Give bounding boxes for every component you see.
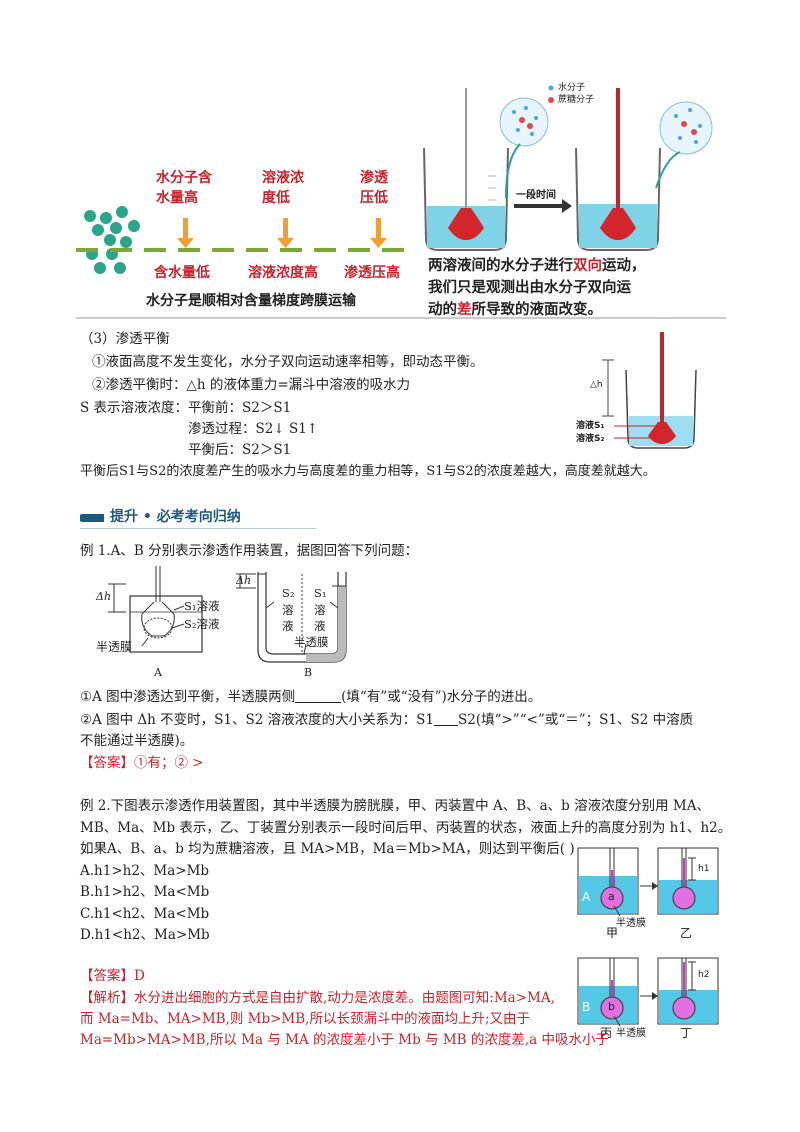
ex1-figure-b: Δh S₂ S₁ 溶 溶 液 液 半透膜 B <box>236 566 356 682</box>
ex2-fig-ding: 丁 <box>680 1026 693 1040</box>
section-3-p1: ①液面高度不发生变化，水分子双向运动速率相等，即动态平衡。 <box>92 354 484 370</box>
ex1-answer: 【答案】①有；② > <box>80 755 204 771</box>
equilibrium-dh-label: △h <box>590 380 603 390</box>
section-3-p6: 平衡后S1与S2的浓度差产生的吸水力与高度差的重力相等，S1与S2的浓度差越大，… <box>80 464 656 479</box>
col2-top-label: 溶液浓 度低 <box>262 170 304 206</box>
ex1-b-membrane-label: 半透膜 <box>294 635 329 649</box>
caption-right-line-2: 我们只是观测出由水分子双向运 <box>428 280 631 296</box>
ex2-option-d: D.h1<h2、Ma>Mb <box>80 927 210 943</box>
caption-right-line-1: 两溶液间的水分子进行双向运动， <box>428 258 646 274</box>
equilibrium-beaker <box>602 332 697 449</box>
col3-bottom-label: 渗透压高 <box>344 265 400 281</box>
col2-bottom-label: 溶液浓度高 <box>248 265 318 281</box>
ex1-a-caption: A <box>154 666 162 679</box>
ex1-b-s2-label: S₂ <box>282 586 295 600</box>
caption-left: 水分子是顺相对含量梯度跨膜运输 <box>146 293 356 309</box>
equilibrium-figure: △h 溶液S₁ 溶液S₂ <box>572 330 704 454</box>
ex1-line-3: 不能通过半透膜)。 <box>80 733 194 749</box>
col1-bottom-label: 含水量低 <box>154 265 210 281</box>
ex1-b-caption: B <box>304 666 313 679</box>
col1-top-label: 水分子含 水量高 <box>156 170 212 206</box>
ex2-fig-jia: 甲 <box>606 926 619 940</box>
osmosis-concept-illustration <box>76 85 726 319</box>
ex2-fig-bing-label: 丙 <box>600 1026 613 1040</box>
ex2-fig-A: A <box>582 890 591 904</box>
ex2-analysis-2: 而 Ma=Mb、MA>MB,则 Mb>MB,所以长颈漏斗中的液面均上升;又由于 <box>80 1011 531 1027</box>
ex2-fig-h1: h1 <box>698 864 710 874</box>
ex1-figure-a: Δh S₁溶液 S₂溶液 半透膜 A <box>96 566 236 682</box>
banner-bar-icon <box>80 514 104 522</box>
equilibrium-s2-label: 溶液S₂ <box>576 434 605 444</box>
ex2-fig-yi: 乙 <box>680 926 693 940</box>
legend-water: 水分子 <box>558 83 586 93</box>
ex1-b-ye-left: 液 <box>282 619 294 633</box>
section-3-p5: 平衡后：S2＞S1 <box>188 442 292 458</box>
legend-sucrose: 蔗糖分子 <box>558 95 595 105</box>
ex1-blank-1[interactable] <box>295 688 342 703</box>
ex2-analysis-1: 【解析】水分进出细胞的方式是自由扩散,动力是浓度差。由题图可知:Ma>MA, <box>80 990 555 1006</box>
ex1-line-1: ①A 图中渗透达到平衡，半透膜两侧(填“有”或“没有”)水分子的进出。 <box>80 688 542 705</box>
ex1-blank-2[interactable] <box>433 711 458 726</box>
ex2-analysis-3: Ma=Mb>MA>MB,所以 Ma 与 MA 的浓度差小于 Mb 与 MB 的浓… <box>80 1032 609 1048</box>
equilibrium-s1-label: 溶液S₁ <box>576 421 605 431</box>
ex2-line-2: MB、Ma、Mb 表示，乙、丁装置分别表示一段时间后甲、丙装置的状态，液面上升的… <box>80 820 732 836</box>
ex1-a-s2-label: S₂溶液 <box>184 617 220 631</box>
ex1-b-ye-right: 液 <box>314 619 326 633</box>
ex2-fig-membrane-2: 半透膜 <box>616 1028 646 1039</box>
ex1-question: 例 1.A、B 分别表示渗透作用装置，据图回答下列问题： <box>80 543 419 559</box>
caption-right-line-3: 动的差所导致的液面改变。 <box>428 302 602 318</box>
ex2-fig-h2: h2 <box>698 970 710 980</box>
ex2-fig-a: a <box>608 890 615 903</box>
top-figure: 水分子含 水量高 含水量低 溶液浓 度低 溶液浓度高 渗透 压低 渗透压高 水分… <box>76 78 726 320</box>
ex2-option-c: C.h1<h2、Ma<Mb <box>80 906 210 922</box>
section-banner: 提升 • 必考考向归纳 <box>80 504 316 529</box>
ex2-line-1: 例 2.下图表示渗透作用装置图，其中半透膜为膀胱膜，甲、丙装置中 A、B、a、b… <box>80 798 710 814</box>
ex2-option-a: A.h1>h2、Ma>Mb <box>80 863 210 879</box>
ex1-apparatus-a <box>108 566 203 653</box>
col3-top-label: 渗透 压低 <box>360 170 388 206</box>
ex2-figure: A a h1 半透膜 甲 乙 B b h2 半透膜 丙 丁 <box>576 846 722 1040</box>
ex2-fig-membrane-1: 半透膜 <box>616 918 646 929</box>
section-3-title: （3）渗透平衡 <box>80 331 170 347</box>
ex1-b-dh-label: Δh <box>236 574 252 587</box>
ex2-line-3: 如果A、B、a、b 均为蔗糖溶液，且 MA>MB，Ma＝Mb>MA，则达到平衡后… <box>80 841 575 857</box>
ex2-answer: 【答案】D <box>80 968 145 984</box>
ex2-apparatus <box>577 847 719 1027</box>
ex1-a-membrane-label: 半透膜 <box>96 640 133 654</box>
section-3-p2: ②渗透平衡时：△h 的液体重力=漏斗中溶液的吸水力 <box>92 377 411 393</box>
ex1-b-s1-label: S₁ <box>314 586 327 600</box>
section-3-p4: 渗透过程：S2↓ S1↑ <box>188 421 319 437</box>
ex1-a-dh-label: Δh <box>96 590 112 603</box>
ex2-fig-B: B <box>582 1000 591 1014</box>
ex1-b-rong-right: 溶 <box>314 603 326 617</box>
ex2-option-b: B.h1>h2、Ma<Mb <box>80 884 210 900</box>
ex1-a-s1-label: S₁溶液 <box>184 599 220 613</box>
ex1-apparatus-b <box>236 572 347 663</box>
arrow-label: 一段时间 <box>516 190 556 201</box>
ex2-fig-b: b <box>608 1000 615 1013</box>
banner-title: 提升 • 必考考向归纳 <box>110 509 241 525</box>
section-3-p3: S 表示溶液浓度：平衡前：S2＞S1 <box>80 400 292 416</box>
ex1-b-rong-left: 溶 <box>282 603 294 617</box>
